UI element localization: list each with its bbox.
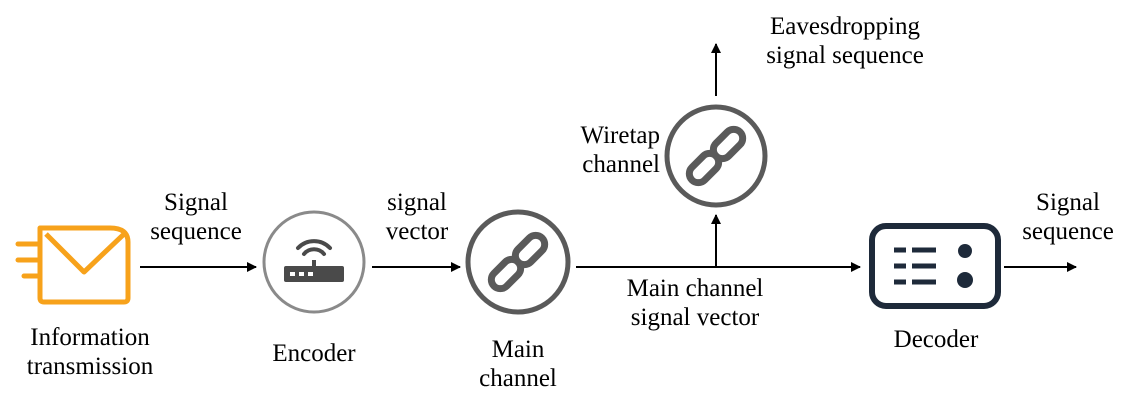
source-label-line1: Information — [30, 324, 150, 351]
decoder-label: Decoder — [893, 326, 979, 353]
link-icon — [465, 209, 571, 315]
main-channel-label: Main channel — [448, 335, 588, 393]
edge-label-signal-sequence-out: Signal sequence — [1022, 189, 1114, 245]
wiretap-channel-label-line2: channel — [582, 151, 660, 178]
main-channel-label-line1: Main — [491, 336, 545, 363]
link-icon — [664, 104, 768, 208]
wiretap-channel-label-line1: Wiretap — [580, 122, 660, 149]
envelope-icon — [15, 225, 131, 305]
edge-label-main-channel-signal-vector: Main channel signal vector — [626, 275, 764, 331]
edge-label-signal-vector: signal vector — [385, 189, 449, 245]
main-channel-label-line2: channel — [479, 365, 557, 392]
router-icon — [262, 210, 366, 314]
edge-label-eavesdropping: Eavesdropping signal sequence — [766, 13, 924, 69]
source-label: Information transmission — [0, 323, 180, 381]
decoder-device-icon — [869, 223, 1001, 309]
encoder-label: Encoder — [272, 340, 356, 367]
source-label-line2: transmission — [26, 353, 154, 380]
edge-label-signal-sequence-in: Signal sequence — [150, 189, 242, 245]
wiretap-channel-label: Wiretap channel — [530, 121, 660, 179]
